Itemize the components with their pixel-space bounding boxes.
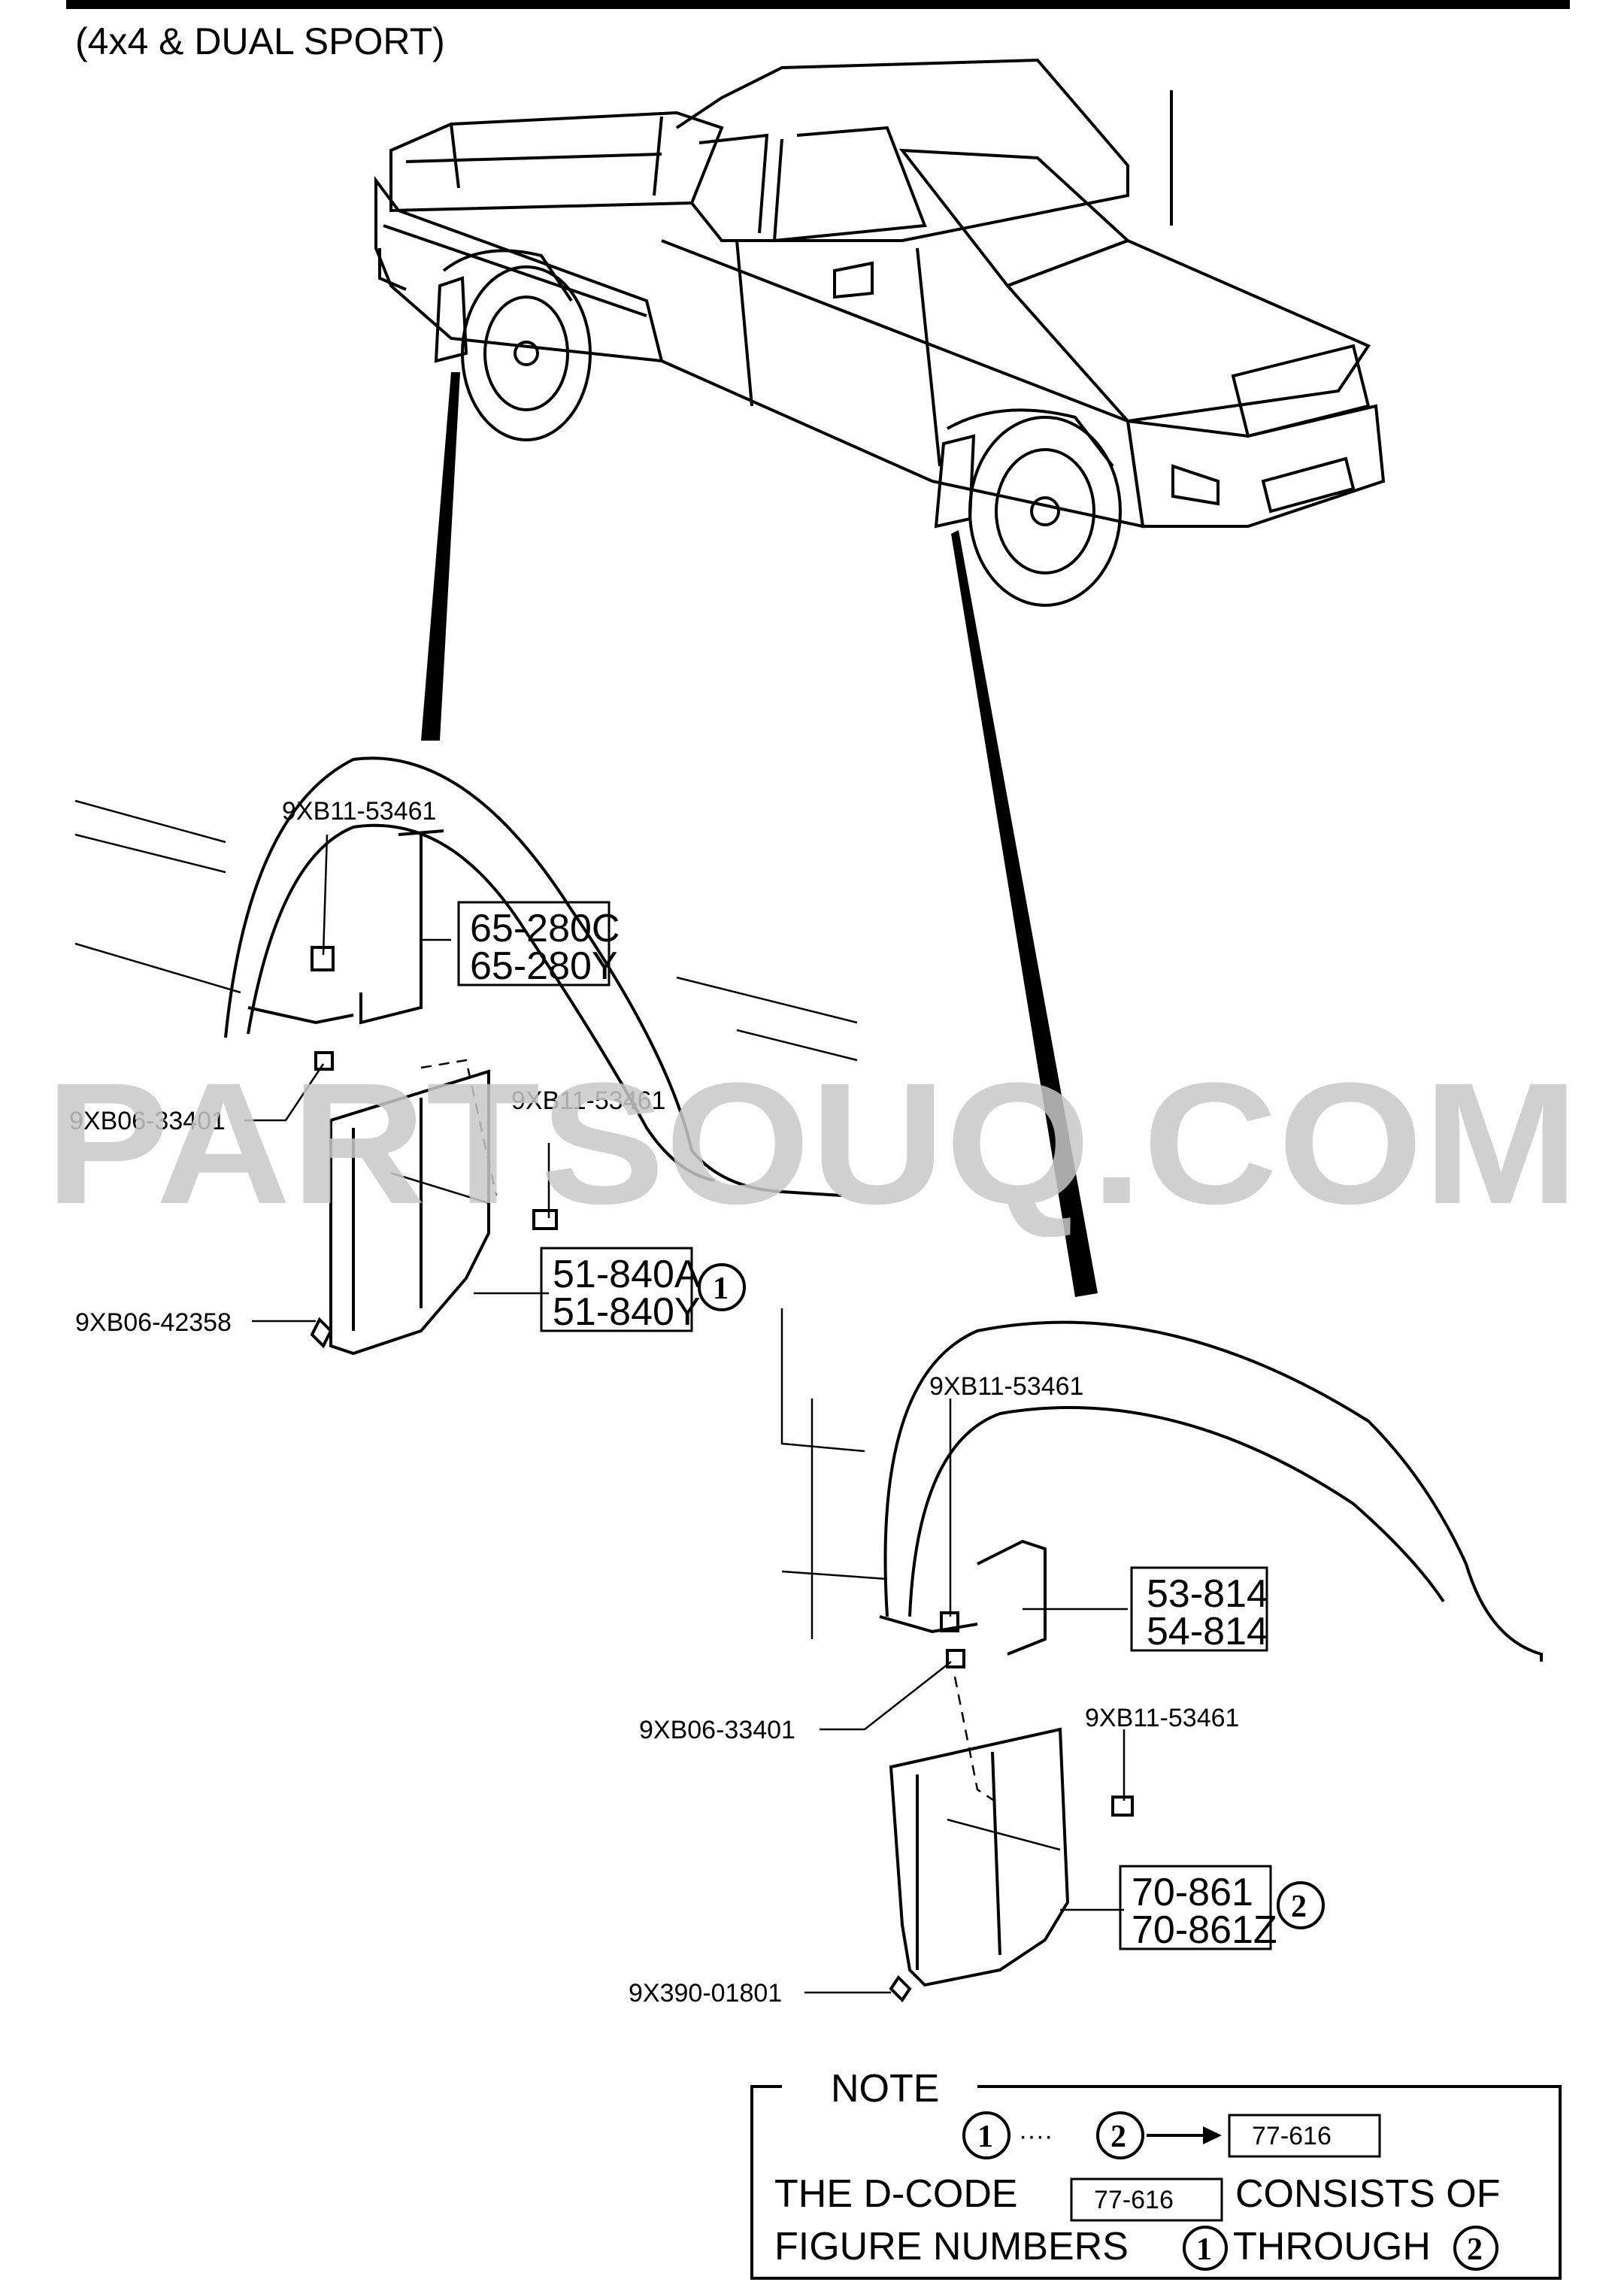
rear-mudflap-code-box (540, 1247, 693, 1332)
rear-mudflap-ref: 1 (713, 1271, 729, 1306)
note-box: NOTE 1 ···· 2 77-616 THE D-CODE 77-616 C… (750, 2067, 1562, 2280)
note-line2-from-circle (1183, 2226, 1228, 2271)
front-fender-drawing (780, 1308, 1543, 2003)
front-mudflap-ref-circle (1277, 1881, 1325, 1929)
top-border (66, 0, 1570, 9)
note-range-to: 2 (1110, 2120, 1126, 2154)
front-bracket-code-box (1130, 1566, 1268, 1652)
note-dcode: 77-616 (1252, 2122, 1332, 2150)
front-screw-label: 9X390-01801 (629, 1979, 782, 2008)
note-range-from-circle (962, 2111, 1010, 2159)
front-mudflap-code-box (1119, 1865, 1272, 1950)
note-line2-to: 2 (1467, 2232, 1483, 2267)
note-range-to-circle (1096, 2111, 1144, 2159)
front-leader-lines (804, 1399, 1128, 1994)
rear-mudflap-code-1: 51-840A (553, 1253, 701, 1296)
rear-flare-code-box (457, 901, 611, 986)
note-line2-mid: THROUGH (1233, 2225, 1431, 2268)
front-mudflap-code-1: 70-861 (1132, 1871, 1253, 1914)
rear-clip-label: 9XB06-33401 (69, 1107, 226, 1135)
note-dcode-box (1228, 2114, 1381, 2158)
note-range-from: 1 (977, 2120, 993, 2154)
rear-flare-code-1: 65-280C (470, 907, 620, 950)
truck-illustration (374, 58, 1386, 607)
front-bracket-code-2: 54-814 (1147, 1610, 1268, 1653)
watermark: PARTSOUQ.COM (45, 1047, 1579, 1240)
rear-screw-label: 9XB06-42358 (75, 1308, 232, 1337)
note-line2-from: 1 (1196, 2232, 1212, 2267)
note-line1-code: 77-616 (1094, 2186, 1174, 2214)
note-line2-to-circle (1453, 2226, 1498, 2271)
rear-fender-drawing (74, 756, 858, 1356)
diagram-title: (4x4 & DUAL SPORT) (75, 20, 445, 62)
front-bolt-top-label: 9XB11-53461 (929, 1372, 1083, 1401)
rear-leader-lines (244, 834, 550, 1323)
front-mudflap-code-2: 70-861Z (1132, 1908, 1277, 1952)
rear-mudflap-code-2: 51-840Y (553, 1290, 701, 1334)
front-bracket-code-1: 53-814 (1147, 1572, 1268, 1616)
front-mudflap-ref: 2 (1291, 1890, 1307, 1924)
note-line2-before: FIGURE NUMBERS (774, 2225, 1129, 2268)
note-line1-code-box (1070, 2177, 1223, 2222)
rear-bolt-right-label: 9XB11-53461 (511, 1086, 665, 1115)
front-callout-wedge (951, 530, 1098, 1297)
rear-bolt-top-label: 9XB11-53461 (282, 797, 436, 826)
front-bolt-right-label: 9XB11-53461 (1085, 1704, 1239, 1732)
rear-callout-wedge (421, 372, 460, 741)
rear-flare-code-2: 65-280Y (470, 944, 618, 988)
note-line1-before: THE D-CODE (774, 2172, 1018, 2216)
note-heading: NOTE (831, 2067, 939, 2111)
note-dots: ···· (1019, 2122, 1053, 2150)
rear-mudflap-ref-circle (698, 1263, 746, 1311)
note-line1-after: CONSISTS OF (1235, 2172, 1500, 2216)
front-clip-label: 9XB06-33401 (639, 1716, 795, 1744)
